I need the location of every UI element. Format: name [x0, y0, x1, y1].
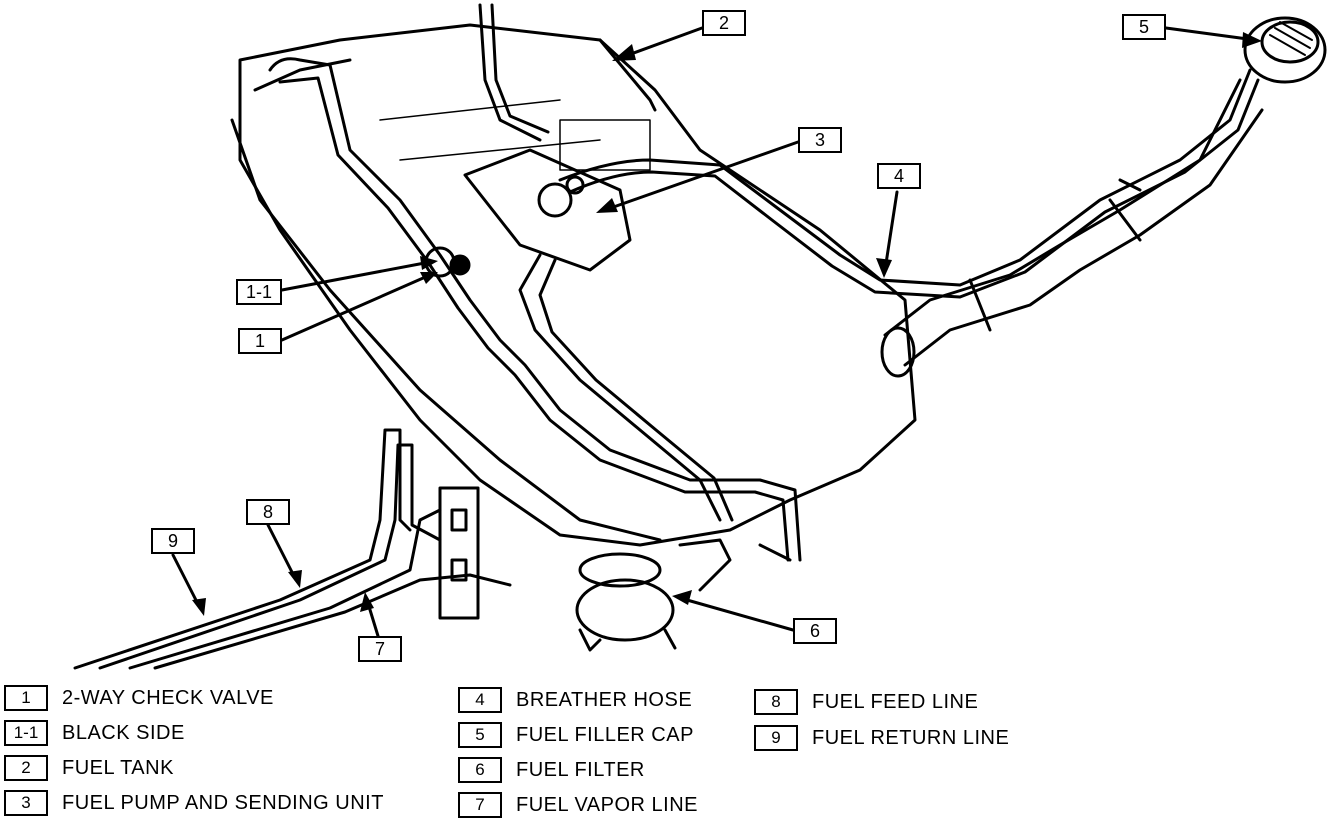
- legend-label: BLACK SIDE: [62, 721, 185, 744]
- fuel-filler-cap-ribs: [1269, 21, 1313, 56]
- callout-9: 9: [151, 528, 195, 554]
- legend-label: BREATHER HOSE: [516, 688, 693, 711]
- leader-arrow-9: [192, 598, 206, 616]
- legend-key: 2: [4, 755, 48, 781]
- fuel-filler-cap: [1243, 16, 1327, 84]
- legend-key: 8: [754, 689, 798, 715]
- fuel-filter-top: [578, 552, 662, 588]
- filler-neck-inlet: [880, 326, 916, 378]
- legend-item: 9 FUEL RETURN LINE: [754, 725, 1009, 751]
- legend-label: FUEL FILLER CAP: [516, 723, 694, 746]
- fuel-filler-cap-inner: [1260, 20, 1320, 64]
- legend-key: 4: [458, 687, 502, 713]
- legend-key: 7: [458, 792, 502, 818]
- legend-item: 2 FUEL TANK: [4, 755, 174, 781]
- legend-key: 6: [458, 757, 502, 783]
- legend-key: 1-1: [4, 720, 48, 746]
- fuel-return-line: [73, 428, 412, 670]
- callout-5: 5: [1122, 14, 1166, 40]
- fuel-feed-line: [98, 443, 442, 670]
- callout-3: 3: [798, 127, 842, 153]
- fuel-filter-fittings: [678, 538, 792, 592]
- fuel-vapor-line: [128, 508, 512, 670]
- vapor-hose-left-inner: [278, 76, 790, 562]
- callout-2: 2: [702, 10, 746, 36]
- breather-hose-inner: [568, 78, 1260, 299]
- tank-rib: [379, 99, 651, 171]
- legend-key: 9: [754, 725, 798, 751]
- legend-label: FUEL VAPOR LINE: [516, 793, 698, 816]
- legend-label: FUEL TANK: [62, 756, 174, 779]
- leader-line-9: [171, 553, 202, 610]
- vapor-hose-left: [268, 57, 802, 562]
- vapor-line-upper: [478, 3, 550, 142]
- callout-6: 6: [793, 618, 837, 644]
- legend-key: 5: [458, 722, 502, 748]
- leader-arrow-2: [612, 44, 636, 61]
- leader-line-4: [883, 190, 899, 272]
- breather-hose: [558, 68, 1252, 287]
- legend-key: 1: [4, 685, 48, 711]
- legend-label: 2-WAY CHECK VALVE: [62, 686, 274, 709]
- leader-arrow-1-1: [420, 256, 438, 270]
- fuel-pump-cap: [537, 182, 573, 218]
- leader-arrow-8: [288, 570, 302, 588]
- legend-item: 1-1 BLACK SIDE: [4, 720, 185, 746]
- legend-label: FUEL PUMP AND SENDING UNIT: [62, 791, 384, 814]
- legend-label: FUEL FEED LINE: [812, 690, 979, 713]
- legend-item: 7 FUEL VAPOR LINE: [458, 792, 698, 818]
- mounting-bracket-slot: [450, 558, 468, 582]
- legend-item: 1 2-WAY CHECK VALVE: [4, 685, 274, 711]
- legend-label: FUEL FILTER: [516, 758, 645, 781]
- leader-arrow-4: [876, 258, 892, 278]
- mounting-bracket-slot: [450, 508, 468, 532]
- leader-line-3: [603, 140, 800, 212]
- mounting-bracket: [438, 486, 480, 620]
- fuel-filter-bracket: [578, 628, 677, 652]
- filler-neck-clamp: [968, 178, 1142, 332]
- legend-item: 3 FUEL PUMP AND SENDING UNIT: [4, 790, 384, 816]
- legend-item: 4 BREATHER HOSE: [458, 687, 692, 713]
- leader-line-8: [266, 523, 298, 582]
- filler-neck: [883, 78, 1264, 367]
- callout-4: 4: [877, 163, 921, 189]
- fuel-lines-to-pump: [518, 253, 734, 522]
- check-valve-black-side: [449, 254, 471, 276]
- callout-1: 1: [238, 328, 282, 354]
- leader-arrow-5: [1242, 32, 1262, 48]
- leader-arrow-6: [672, 590, 692, 605]
- leader-line-1-1: [280, 260, 432, 292]
- legend-label: FUEL RETURN LINE: [812, 726, 1010, 749]
- legend-item: 6 FUEL FILTER: [458, 757, 645, 783]
- legend-item: 5 FUEL FILLER CAP: [458, 722, 694, 748]
- leader-arrow-1: [420, 272, 438, 284]
- leader-arrow-3: [596, 198, 618, 213]
- leader-line-6: [678, 596, 795, 632]
- fuel-tank-lower-edge: [230, 118, 662, 542]
- callout-8: 8: [246, 499, 290, 525]
- leader-line-1: [280, 273, 432, 342]
- fuel-tank-outline: [238, 23, 917, 547]
- fuel-filter-body: [575, 578, 675, 642]
- fuel-pump-plate: [463, 148, 632, 272]
- leader-line-5: [1164, 26, 1257, 42]
- legend-key: 3: [4, 790, 48, 816]
- legend-item: 8 FUEL FEED LINE: [754, 689, 978, 715]
- callout-7: 7: [358, 636, 402, 662]
- fuel-tank-rim: [253, 38, 657, 112]
- leader-arrow-7: [360, 592, 374, 612]
- callout-1-1: 1-1: [236, 279, 282, 305]
